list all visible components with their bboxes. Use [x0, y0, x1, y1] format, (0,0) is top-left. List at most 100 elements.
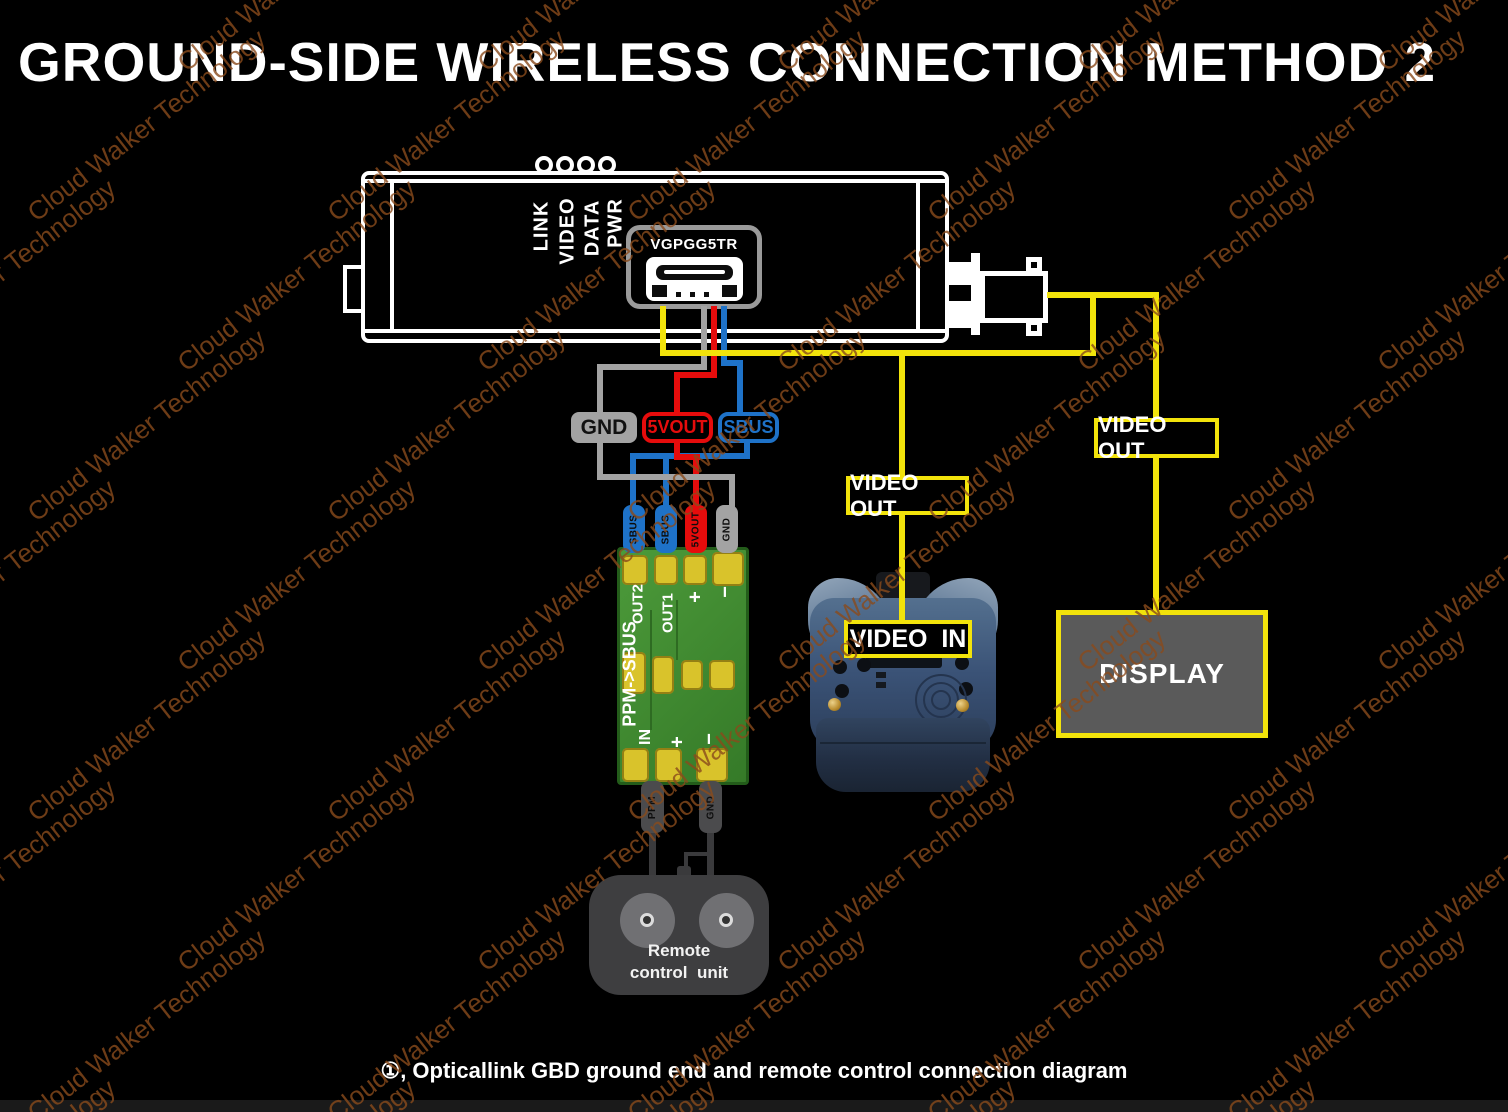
- goggles-button: [835, 684, 849, 698]
- pin-sbus-1: SBUS: [623, 505, 645, 553]
- pin-label: PPM: [647, 795, 659, 819]
- watermark-text: Cloud Walker Technology: [771, 772, 1022, 978]
- wire-sbus: [630, 453, 636, 508]
- wire-clip: [684, 852, 712, 856]
- led-indicator: [598, 156, 616, 174]
- gnd-connector: GND: [699, 781, 722, 833]
- page-title: GROUND-SIDE WIRELESS CONNECTION METHOD 2: [18, 31, 1437, 93]
- caption: ①, Opticallink GBD ground end and remote…: [380, 1058, 1128, 1083]
- joystick-right-cap: [719, 913, 733, 927]
- pcb-pad: [654, 555, 678, 585]
- pin-label: 5VOUT: [690, 511, 702, 547]
- goggles-skirt-line: [820, 742, 986, 744]
- pin-sbus-2: SBUS: [655, 505, 677, 553]
- pcb-pad: [696, 748, 728, 782]
- tag-5vout: 5VOUT: [642, 412, 713, 443]
- watermark-text: Cloud Walker Technology: [1071, 172, 1322, 378]
- pcb-trace: [676, 600, 678, 660]
- video-out-label-2: VIDEO OUT: [1094, 412, 1219, 463]
- watermark-text: Cloud Walker Technology: [321, 622, 572, 828]
- watermark-text: Cloud Walker Technology: [1371, 172, 1508, 378]
- pcb-pad: [683, 555, 707, 585]
- usb-port-label: VGPGG5TR: [650, 236, 738, 253]
- wire-gnd: [597, 441, 603, 479]
- silk-minus-top: −: [714, 586, 737, 598]
- watermark-text: Cloud Walker Technology: [321, 322, 572, 528]
- port-label-video: VIDEO: [556, 197, 579, 265]
- watermark-text: Cloud Walker Technology: [1371, 472, 1508, 678]
- wire-5v: [674, 454, 700, 460]
- goggles-sma-left: [828, 698, 841, 711]
- wire-video: [660, 350, 1096, 356]
- goggles-skirt: [816, 718, 990, 792]
- port-label-data: DATA: [581, 199, 604, 257]
- video-out-label-1: VIDEO OUT: [846, 470, 969, 521]
- pin-label: SBUS: [660, 514, 672, 544]
- goggles-speaker-ring: [931, 690, 951, 710]
- wire-sbus: [663, 453, 669, 508]
- wire-gnd: [597, 474, 735, 480]
- video-in-label: VIDEO IN: [844, 620, 972, 658]
- wire-sbus: [721, 360, 743, 366]
- silk-out1: OUT1: [659, 592, 677, 634]
- wire-5v: [711, 306, 717, 376]
- pcb-pad: [622, 748, 649, 782]
- pin-label: GND: [705, 795, 717, 819]
- silk-plus-bottom: +: [666, 736, 689, 748]
- pcb-pad: [709, 660, 735, 690]
- pcb-pad: [681, 660, 703, 690]
- bnc-connector-flange: [971, 253, 980, 335]
- usb-dot: [676, 292, 681, 297]
- goggles-button: [955, 656, 969, 670]
- wire-sbus: [744, 441, 750, 458]
- ground-unit-bottom-edge: [365, 329, 945, 333]
- wire-gnd: [701, 306, 707, 368]
- usb-dot: [690, 292, 695, 297]
- remote-label-line1: Remote: [647, 941, 711, 960]
- display-box: DISPLAY: [1056, 610, 1268, 738]
- silk-out2: OUT2: [629, 583, 647, 625]
- wire-sbus: [737, 360, 743, 416]
- goggles-switch: [876, 682, 886, 688]
- led-indicator: [535, 156, 553, 174]
- silk-plus-top: +: [684, 591, 707, 603]
- usb-slot-contact: [664, 270, 725, 274]
- wire-gnd: [597, 364, 603, 416]
- silk-in: IN: [637, 729, 654, 745]
- bnc-connector-base: [947, 301, 974, 328]
- display-label: DISPLAY: [1099, 658, 1225, 689]
- wire-ppm-dark: [649, 830, 656, 877]
- silk-minus-bottom: −: [698, 733, 721, 745]
- watermark-text: Cloud Walker Technology: [171, 772, 422, 978]
- wire-5v: [674, 372, 680, 416]
- ground-unit-right-panel-line: [916, 179, 920, 333]
- goggles-sma-right: [956, 699, 969, 712]
- wire-clip: [684, 852, 688, 870]
- ground-unit-left-panel-line: [390, 179, 394, 333]
- watermark-text: Cloud Walker Technology: [1371, 772, 1508, 978]
- usb-notch: [722, 285, 737, 297]
- pin-label: GND: [721, 517, 733, 541]
- watermark-text: Cloud Walker Technology: [0, 772, 122, 977]
- usb-notch: [652, 285, 667, 297]
- ppm-connector: PPM: [641, 781, 664, 833]
- port-label-link: LINK: [530, 200, 553, 252]
- wire-5v: [674, 441, 680, 459]
- watermark-text: Cloud Walker Technology: [171, 472, 422, 678]
- wire-5v: [693, 454, 699, 508]
- watermark-text: Cloud Walker Technology: [21, 622, 272, 828]
- bottom-bar: [0, 1100, 1508, 1112]
- usb-dot: [704, 292, 709, 297]
- pcb-pad: [655, 748, 682, 782]
- watermark-text: Cloud Walker Technology: [1071, 772, 1322, 978]
- watermark-text: Cloud Walker Technology: [1221, 322, 1472, 528]
- watermark-text: Cloud Walker Technology: [0, 472, 122, 677]
- led-indicator: [577, 156, 595, 174]
- port-label-pwr: PWR: [604, 198, 627, 248]
- wire-video: [660, 306, 666, 356]
- tag-gnd: GND: [571, 412, 637, 443]
- wire-5v: [674, 372, 717, 378]
- ground-unit-top-edge: [365, 179, 945, 183]
- bnc-connector-barrel: [980, 271, 1048, 323]
- led-indicator: [556, 156, 574, 174]
